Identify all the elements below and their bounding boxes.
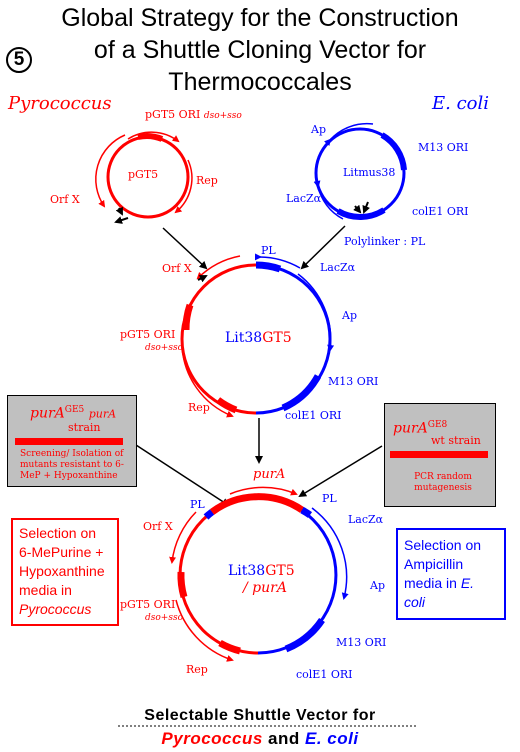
pgt5-ori-label: pGT5 ORI dso+sso [145,108,242,121]
final-plasmid-name: Lit38GT5 [228,563,295,579]
selection-right-line-1: Selection on [404,537,482,553]
pgt5-plasmid [95,131,193,224]
final-pura-label: purA [253,467,286,482]
lit38gt5-cole1-label: colE1 ORI [285,409,342,422]
final-m13-label: M13 ORI [336,636,387,649]
final-lacz-label: LacZα [348,513,384,526]
right-gray-bar [390,451,488,458]
selection-left-line-1: Selection on [19,525,97,541]
litmus38-plasmid [313,122,407,220]
organism-ecoli: E. coli [432,93,490,114]
lit38gt5-m13-label: M13 ORI [328,375,379,388]
lit38gt5-orfx-label: Orf X [162,262,192,275]
selection-left-line-4: media in [19,582,72,598]
lit38gt5-pl-label: PL [261,244,276,257]
pgt5-rep-label: Rep [196,174,218,187]
title-line-1: Global Strategy for the Construction [61,4,459,32]
pcr-mutagenesis-box: purAGE8 wt strain PCR random mutagenesis [384,403,496,507]
final-pl-left: PL [190,498,205,511]
litmus-ap-label: Ap [311,123,326,136]
lit38gt5-name: Lit38GT5 [225,330,292,346]
lit38gt5-ori-label: pGT5 ORI [120,328,176,341]
title-line-3: Thermococcales [168,68,352,96]
mutant-screening-box: purAGE5 purA strain Screening/ Isolation… [7,395,137,487]
selection-pyrococcus-box: Selection on 6-MePurine + Hypoxanthine m… [11,518,119,626]
step-number-badge: 5 [6,47,32,73]
lit38gt5-rep-label: Rep [188,401,210,414]
final-shuttle-plasmid [169,486,349,662]
final-rep-label: Rep [186,663,208,676]
litmus-cole1-label: colE1 ORI [412,205,469,218]
final-cole1-label: colE1 ORI [296,668,353,681]
right-gray-strain: wt strain [431,434,481,447]
final-ap-label: Ap [370,579,385,592]
litmus-m13-label: M13 ORI [418,141,469,154]
selection-left-line-2: 6-MePurine + [19,544,104,560]
selection-left-line-3: Hypoxanthine [19,563,105,579]
left-gray-description: Screening/ Isolation of mutants resistan… [20,449,124,481]
litmus38-name: Litmus38 [343,166,396,179]
selection-left-line-5: Pyrococcus [19,601,92,617]
final-ori-sub: dso+sso [145,613,183,623]
right-gray-description: PCR random mutagenesis [414,472,472,493]
title-line-2: of a Shuttle Cloning Vector for [93,36,427,64]
selection-right-line-5: coli [404,594,426,610]
selection-right-line-2: Ampicillin [404,556,464,572]
left-gray-gene: purAGE5 purA [30,405,117,422]
lit38gt5-ap-label: Ap [342,309,357,322]
organism-pyrococcus: Pyrococcus [8,93,112,114]
final-pl-right: PL [322,492,337,505]
pgt5-orfx-label: Orf X [50,193,80,206]
footer-line-2: Pyrococcus and E. coli [161,729,359,748]
final-ori-label: pGT5 ORI [120,598,176,611]
pgt5-name: pGT5 [128,168,159,181]
final-orfx-label: Orf X [143,520,173,533]
lit38gt5-lacz-label: LacZα [320,261,356,274]
polylinker-label: Polylinker : PL [344,235,426,248]
left-gray-strain: strain [68,421,101,434]
right-gray-gene: purAGE8 [393,420,448,437]
litmus-lacz-label: LacZα [286,192,322,205]
selection-right-line-3: media in E. [404,575,475,591]
footer-line-1: Selectable Shuttle Vector for [144,707,376,724]
left-gray-bar [15,438,123,445]
lit38gt5-plasmid [180,253,335,418]
selection-ecoli-box: Selection on Ampicillin media in E. coli [396,528,506,620]
lit38gt5-ori-sub: dso+sso [145,343,183,353]
final-plasmid-pura: / purA [243,580,287,596]
